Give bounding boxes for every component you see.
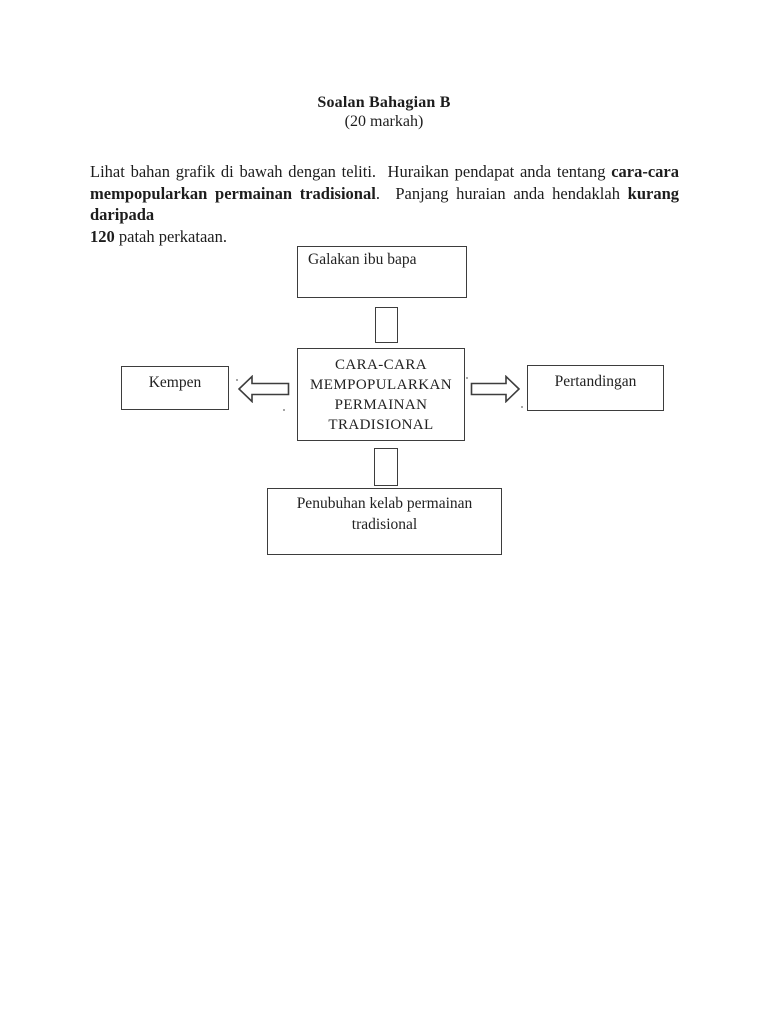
vertical-connector-bottom: [374, 448, 398, 486]
box-label: Galakan ibu bapa: [308, 251, 417, 268]
diagram-box-center-topic: CARA-CARA MEMPOPULARKAN PERMAINAN TRADIS…: [297, 348, 465, 441]
marks-subtitle: (20 markah): [344, 113, 424, 130]
instruction-text-run-bold: 120: [90, 226, 115, 246]
box-label: Pertandingan: [554, 373, 637, 390]
arrow-left-icon: [238, 375, 290, 403]
instruction-text-run-bold: kurang daripada: [90, 183, 679, 225]
scan-speck: [236, 379, 238, 381]
page-title: Soalan Bahagian B: [317, 94, 451, 111]
instruction-line-2: mempopularkan permainan tradisional. Pan…: [90, 183, 679, 226]
center-box-line: PERMAINAN: [334, 397, 428, 413]
center-box-line: MEMPOPULARKAN: [310, 377, 452, 393]
heading-block: Soalan Bahagian B (20 markah): [0, 93, 768, 131]
bottom-box-line: Penubuhan kelab permainan: [296, 495, 473, 512]
instruction-text-run-bold: mempopularkan permainan tradisional: [90, 183, 376, 203]
arrow-right-icon: [470, 375, 520, 403]
instruction-text-run: Lihat bahan grafik di bawah dengan telit…: [90, 162, 612, 181]
scan-speck: [466, 377, 468, 379]
scan-speck: [521, 406, 523, 408]
center-box-line: TRADISIONAL: [328, 417, 434, 433]
center-box-line: CARA-CARA: [335, 357, 427, 373]
scan-speck: [283, 409, 285, 411]
diagram-box-penubuhan-kelab: Penubuhan kelab permainan tradisional: [267, 488, 502, 555]
vertical-connector-top: [375, 307, 398, 343]
diagram-box-pertandingan: Pertandingan: [527, 365, 664, 411]
instruction-line-1: Lihat bahan grafik di bawah dengan telit…: [90, 161, 679, 183]
instruction-paragraph: Lihat bahan grafik di bawah dengan telit…: [90, 161, 679, 247]
instruction-text-run: patah perkataan.: [114, 226, 227, 246]
instruction-text-run: . Panjang huraian anda hendaklah: [375, 183, 628, 203]
diagram-box-kempen: Kempen: [121, 366, 229, 410]
box-label: Kempen: [148, 374, 202, 391]
bottom-box-line: tradisional: [351, 516, 418, 533]
instruction-text-run-bold: cara-cara: [611, 162, 679, 181]
diagram-box-galakan-ibu-bapa: Galakan ibu bapa: [297, 246, 467, 298]
instruction-line-3: 120 patah perkataan.: [90, 226, 679, 248]
